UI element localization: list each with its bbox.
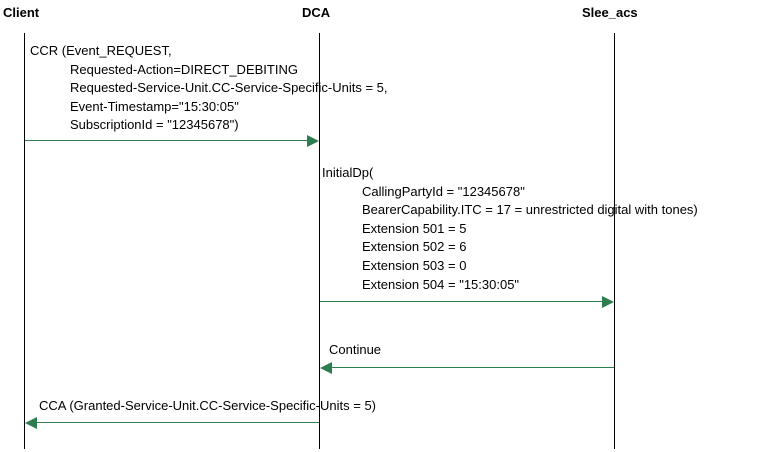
cca-message-text: CCA (Granted-Service-Unit.CC-Service-Spe… <box>39 398 377 413</box>
initialdp-arrow <box>320 296 614 308</box>
ccr-param-requested-service-unit: Requested-Service-Unit.CC-Service-Specif… <box>70 80 388 96</box>
initialdp-param-bearer-capability: BearerCapability.ITC = 17 = unrestricted… <box>362 202 698 218</box>
cca-arrow <box>25 417 319 429</box>
initialdp-message-title: InitialDp( <box>322 165 374 180</box>
ccr-arrow <box>25 135 319 147</box>
continue-message-text: Continue <box>329 342 382 357</box>
initialdp-param-calling-party-id: CallingPartyId = "12345678" <box>362 183 525 199</box>
continue-arrow <box>320 362 614 374</box>
initialdp-param-extension-501: Extension 501 = 5 <box>362 220 467 236</box>
ccr-param-event-timestamp: Event-Timestamp="15:30:05" <box>70 98 239 114</box>
lifeline-slee-acs <box>614 33 615 449</box>
lifeline-dca <box>319 33 320 449</box>
initialdp-param-extension-503: Extension 503 = 0 <box>362 257 467 273</box>
ccr-message-title: CCR (Event_REQUEST, <box>30 43 172 58</box>
initialdp-message-text: InitialDp( CallingPartyId = "12345678" B… <box>322 164 698 294</box>
participant-client: Client <box>3 5 40 20</box>
initialdp-param-extension-504: Extension 504 = "15:30:05" <box>362 276 520 292</box>
participant-slee-acs: Slee_acs <box>582 5 638 20</box>
ccr-param-subscription-id: SubscriptionId = "12345678") <box>70 117 239 133</box>
participant-dca: DCA <box>302 5 331 20</box>
ccr-message-text: CCR (Event_REQUEST, Requested-Action=DIR… <box>30 42 388 135</box>
initialdp-param-extension-502: Extension 502 = 6 <box>362 239 467 255</box>
ccr-param-requested-action: Requested-Action=DIRECT_DEBITING <box>70 61 298 77</box>
lifeline-client <box>24 33 25 449</box>
